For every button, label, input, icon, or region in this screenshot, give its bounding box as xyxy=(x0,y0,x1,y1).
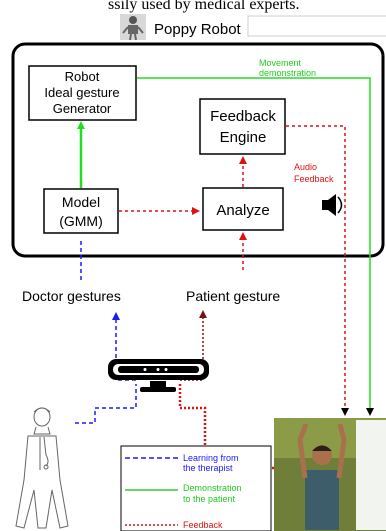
audio-label-2: Feedback xyxy=(294,174,334,184)
generator-box: Robot Ideal gesture Generator xyxy=(28,65,137,121)
feedback-engine-box: Feedback Engine xyxy=(199,98,286,155)
feedback-engine-line-1: Feedback xyxy=(210,108,276,125)
model-box: Model (GMM) xyxy=(43,188,119,234)
doctor-gestures-label: Doctor gestures xyxy=(22,288,121,304)
system-container xyxy=(11,42,385,258)
legend-demonstration-1: Demonstration xyxy=(183,483,242,493)
speaker-icon xyxy=(322,194,343,216)
legend-learning-2: the therapist xyxy=(183,463,233,473)
legend-feedback: Feedback xyxy=(183,520,223,530)
doctor-to-kinect-line xyxy=(75,384,137,424)
caption-fragment: ssily used by medical experts. xyxy=(108,0,300,13)
robot-icon xyxy=(120,14,146,41)
poppy-robot-title: Poppy Robot xyxy=(154,21,242,38)
kinect-sensor-icon xyxy=(108,359,209,392)
legend-learning-1: Learning from xyxy=(183,453,239,463)
legend-demonstration-2: to the patient xyxy=(183,494,236,504)
generator-line-3: Generator xyxy=(53,101,112,116)
movement-label-2: demonstration xyxy=(259,68,316,78)
movement-demonstration-line xyxy=(137,77,374,416)
doctor-icon xyxy=(15,407,69,529)
movement-label-1: Movement xyxy=(259,58,302,68)
analyze-box: Analyze xyxy=(202,187,284,231)
model-line-1: Model xyxy=(62,194,100,210)
model-line-2: (GMM) xyxy=(59,213,103,229)
patient-gesture-label: Patient gesture xyxy=(186,288,280,304)
generator-line-1: Robot xyxy=(65,69,100,84)
patient-photo xyxy=(274,418,386,531)
audio-feedback-line xyxy=(286,125,349,416)
header-field xyxy=(247,15,386,37)
audio-label-1: Audio xyxy=(294,162,317,172)
analyze-label: Analyze xyxy=(216,202,269,219)
feedback-engine-line-2: Engine xyxy=(220,129,267,146)
generator-line-2: Ideal gesture xyxy=(44,85,119,100)
legend: Learning from the therapist Demonstratio… xyxy=(120,445,272,531)
